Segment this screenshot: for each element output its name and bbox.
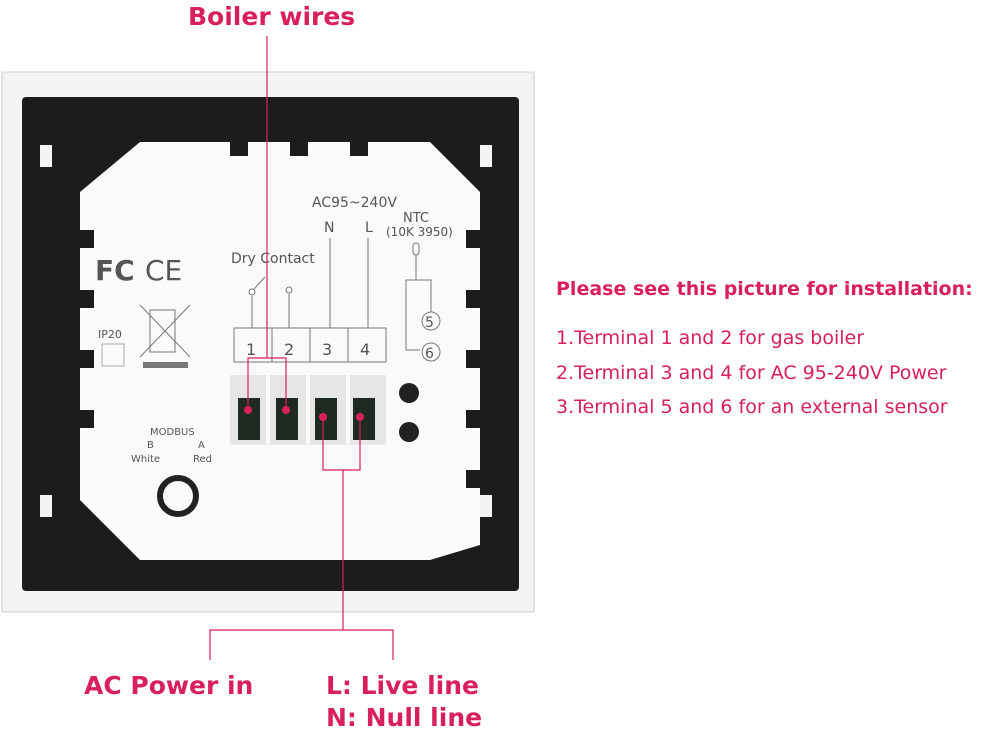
screw [399,422,419,442]
schematic-lines [248,238,441,362]
instruction-item: 3.Terminal 5 and 6 for an external senso… [556,396,948,418]
instructions-title: Please see this picture for installation… [556,278,973,300]
screw [399,383,419,403]
frame-clips [40,145,492,517]
boiler-wires-label: Boiler wires [188,2,356,31]
modbus-port [157,475,199,517]
ip20-text: IP20 [98,328,122,341]
instruction-item: 2.Terminal 3 and 4 for AC 95-240V Power [556,362,947,384]
terminal-dots [244,406,364,421]
terminal-4-text: 4 [360,340,370,359]
dry-contact-text: Dry Contact [231,251,315,267]
modbus-text: MODBUS [150,427,195,438]
terminal-6-text: 6 [425,346,434,362]
terminal-2-text: 2 [284,340,294,359]
terminal-1-text: 1 [246,340,256,359]
ce-mark: CE [145,254,182,287]
back-board [80,142,480,560]
null-line-label: N: Null line [326,703,483,732]
live-line-label: L: Live line [326,671,479,700]
voltage-text: AC95~240V [312,195,397,211]
ntc-spec-text: (10K 3950) [386,225,453,239]
ntc-text: NTC [403,211,429,226]
callout-lines [209,36,394,660]
fc-mark: FC [95,254,135,287]
weee-bin-icon [139,304,191,358]
modbus-white-text: White [131,454,160,465]
l-text: L [365,220,373,236]
modbus-red-text: Red [193,454,212,465]
board-notches [80,142,480,488]
n-text: N [324,220,334,236]
modbus-b-text: B [147,440,154,451]
instruction-item: 1.Terminal 1 and 2 for gas boiler [556,327,865,349]
ac-power-in-label: AC Power in [84,671,254,700]
terminal-3-text: 3 [322,340,332,359]
terminal-5-text: 5 [425,315,434,331]
modbus-a-text: A [198,440,205,451]
